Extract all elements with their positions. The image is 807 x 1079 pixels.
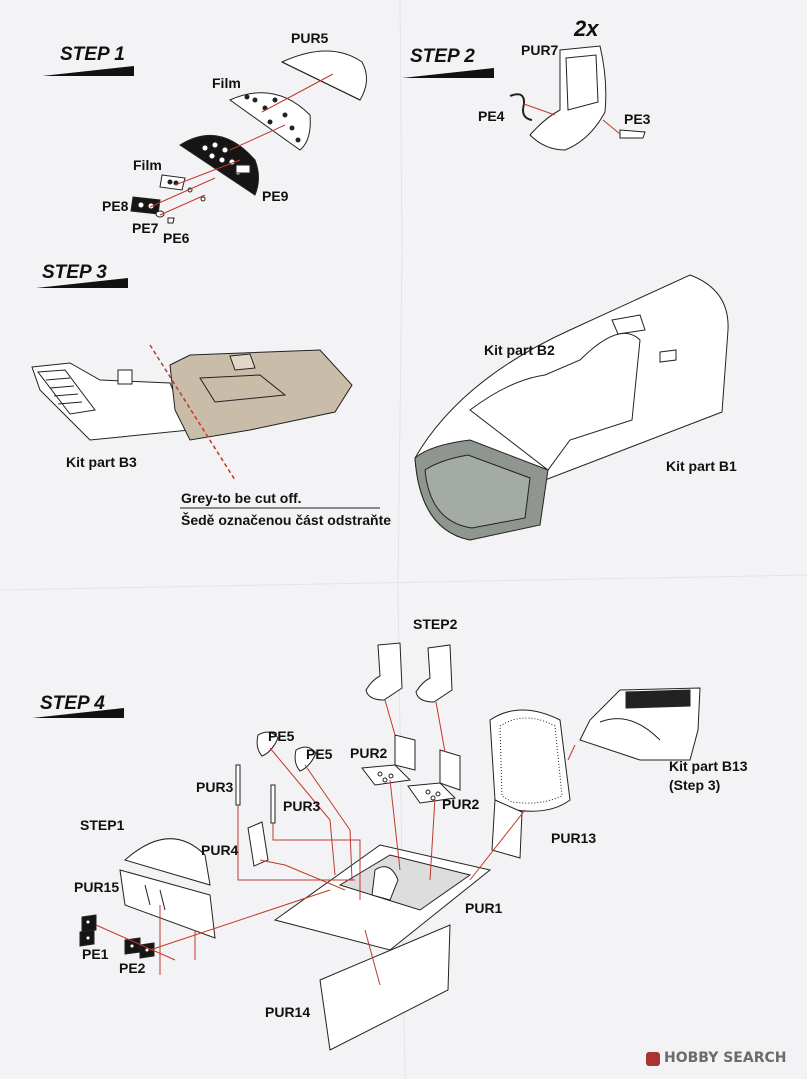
step1-drawing bbox=[130, 50, 367, 224]
step4-guide-lines bbox=[95, 699, 576, 986]
step1-ref-label: STEP1 bbox=[80, 817, 125, 833]
step2-drawing bbox=[509, 45, 646, 151]
pur5-part bbox=[280, 50, 367, 101]
step1-dome bbox=[123, 838, 211, 886]
pe3-label: PE3 bbox=[624, 111, 651, 127]
step2-seat-left bbox=[365, 642, 403, 701]
step3-b3-drawing bbox=[31, 349, 353, 441]
pur2-left bbox=[361, 764, 412, 786]
pur2-right-label: PUR2 bbox=[442, 796, 480, 812]
step2-multiplier: 2x bbox=[574, 16, 599, 41]
pur5-label: PUR5 bbox=[291, 30, 329, 46]
step1-guide-lines bbox=[149, 73, 334, 216]
step2-seat-right bbox=[415, 644, 453, 703]
pe2-part bbox=[124, 937, 155, 959]
step3-heading: STEP 3 bbox=[42, 262, 107, 283]
pe7-label: PE7 bbox=[132, 220, 159, 236]
pur15-part bbox=[119, 869, 216, 939]
step1-heading: STEP 1 bbox=[60, 44, 125, 65]
cut-off-area bbox=[169, 349, 353, 441]
watermark-logo-icon bbox=[646, 1052, 660, 1066]
pe9-instrument-panel bbox=[179, 134, 259, 196]
step2-heading-bar bbox=[402, 68, 494, 78]
pur14-label: PUR14 bbox=[265, 1004, 311, 1020]
pe6-part bbox=[167, 217, 175, 224]
pe1-part bbox=[79, 914, 97, 947]
step2-guide-lines bbox=[523, 103, 621, 135]
pe7-part bbox=[155, 210, 165, 218]
pur15-label: PUR15 bbox=[74, 879, 120, 895]
pe9-label: PE9 bbox=[262, 188, 289, 204]
pur1-label: PUR1 bbox=[465, 900, 503, 916]
film-left-part bbox=[159, 174, 186, 191]
pur3-right-label: PUR3 bbox=[283, 798, 321, 814]
pur13-label: PUR13 bbox=[551, 830, 597, 846]
kit-part-b13-label: Kit part B13 bbox=[669, 758, 748, 774]
cut-line bbox=[149, 344, 236, 481]
pur4-part bbox=[247, 821, 269, 867]
film-left-label: Film bbox=[133, 157, 162, 173]
step4-heading-bar bbox=[32, 708, 124, 718]
kit-part-b3-label: Kit part B3 bbox=[66, 454, 137, 470]
pur2-left-label: PUR2 bbox=[350, 745, 388, 761]
pur3-left-label: PUR3 bbox=[196, 779, 234, 795]
step4-heading: STEP 4 bbox=[40, 693, 105, 714]
pur4-label: PUR4 bbox=[201, 842, 239, 858]
pe5-right bbox=[294, 746, 317, 772]
film-top-part bbox=[228, 92, 311, 151]
pur13-bulkhead bbox=[489, 709, 571, 812]
step1-heading-bar bbox=[42, 66, 134, 76]
step3-fuselage-drawing bbox=[414, 274, 729, 541]
pur2-right bbox=[407, 782, 457, 804]
pur7-label: PUR7 bbox=[521, 42, 559, 58]
pe1-label: PE1 bbox=[82, 946, 109, 962]
pur3-right bbox=[270, 784, 276, 824]
kit-part-b1-label: Kit part B1 bbox=[666, 458, 737, 474]
step2-heading: STEP 2 bbox=[410, 46, 475, 67]
pe4-part bbox=[509, 93, 533, 121]
pe2-label: PE2 bbox=[119, 960, 146, 976]
pe5-right-label: PE5 bbox=[306, 746, 333, 762]
film-top-label: Film bbox=[212, 75, 241, 91]
watermark-text: HOBBY SEARCH bbox=[664, 1050, 787, 1066]
pur3-left bbox=[235, 764, 241, 806]
pe8-label: PE8 bbox=[102, 198, 129, 214]
step3-heading-bar bbox=[36, 278, 128, 288]
step4-drawing bbox=[79, 642, 701, 1051]
pe5-left-label: PE5 bbox=[268, 728, 295, 744]
pe3-part bbox=[619, 129, 646, 139]
pe8-part bbox=[130, 196, 161, 215]
pe4-label: PE4 bbox=[478, 108, 505, 124]
pur14-part bbox=[319, 924, 451, 1051]
cut-note-czech: Šedě označenou část odstraňte bbox=[181, 512, 392, 528]
kit-part-b2-label: Kit part B2 bbox=[484, 342, 555, 358]
step2-ref-label: STEP2 bbox=[413, 616, 458, 632]
kit-part-b13-note: (Step 3) bbox=[669, 777, 721, 793]
cut-note-english: Grey-to be cut off. bbox=[181, 490, 302, 506]
kit-part-b2 bbox=[469, 332, 641, 471]
pe6-label: PE6 bbox=[163, 230, 190, 246]
